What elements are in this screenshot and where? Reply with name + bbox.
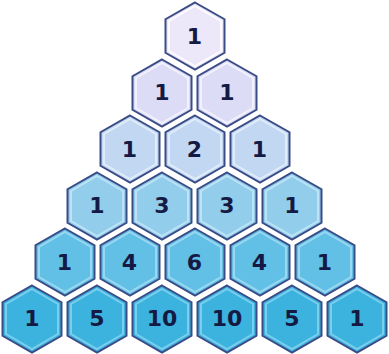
hex-cell: 1 — [326, 284, 388, 354]
cell-number: 5 — [261, 306, 323, 331]
hex-cell: 1 — [131, 58, 193, 128]
cell-number: 10 — [196, 306, 258, 331]
hex-cell: 1 — [294, 227, 356, 297]
hex-cell: 4 — [229, 227, 291, 297]
cell-number: 1 — [66, 193, 128, 218]
cell-number: 1 — [294, 250, 356, 275]
cell-number: 10 — [131, 306, 193, 331]
cell-number: 3 — [196, 193, 258, 218]
cell-number: 1 — [1, 306, 63, 331]
hex-cell: 3 — [131, 171, 193, 241]
hex-cell: 1 — [164, 1, 226, 71]
cell-number: 4 — [99, 250, 161, 275]
hex-cell: 1 — [261, 171, 323, 241]
hex-cell: 1 — [99, 114, 161, 184]
hex-cell: 1 — [1, 284, 63, 354]
hex-cell: 5 — [261, 284, 323, 354]
cell-number: 1 — [34, 250, 96, 275]
cell-number: 4 — [229, 250, 291, 275]
hex-cell: 3 — [196, 171, 258, 241]
hex-cell: 1 — [66, 171, 128, 241]
hex-cell: 4 — [99, 227, 161, 297]
cell-number: 1 — [196, 80, 258, 105]
cell-number: 6 — [164, 250, 226, 275]
cell-number: 3 — [131, 193, 193, 218]
cell-number: 1 — [229, 137, 291, 162]
hex-cell: 1 — [196, 58, 258, 128]
cell-number: 2 — [164, 137, 226, 162]
hex-cell: 1 — [229, 114, 291, 184]
hex-cell: 2 — [164, 114, 226, 184]
hex-cell: 1 — [34, 227, 96, 297]
cell-number: 1 — [164, 24, 226, 49]
cell-number: 5 — [66, 306, 128, 331]
cell-number: 1 — [326, 306, 388, 331]
hex-cell: 6 — [164, 227, 226, 297]
cell-number: 1 — [261, 193, 323, 218]
cell-number: 1 — [131, 80, 193, 105]
cell-number: 1 — [99, 137, 161, 162]
hex-cell: 10 — [131, 284, 193, 354]
hex-cell: 10 — [196, 284, 258, 354]
hex-cell: 5 — [66, 284, 128, 354]
